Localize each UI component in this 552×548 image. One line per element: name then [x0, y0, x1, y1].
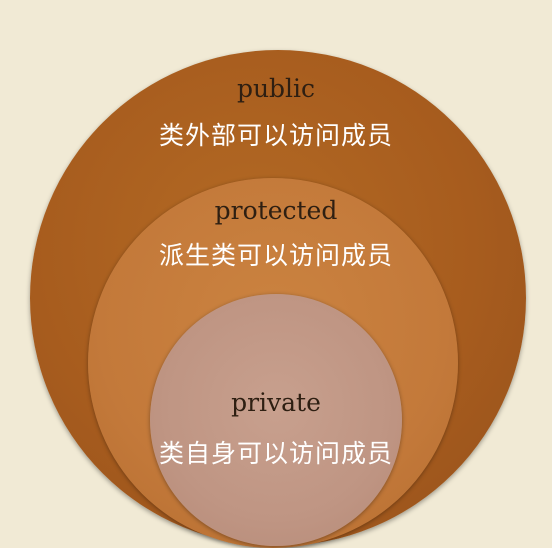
- public-description: 类外部可以访问成员: [158, 121, 393, 150]
- private-circle: [150, 294, 402, 546]
- private-description: 类自身可以访问成员: [158, 439, 393, 468]
- private-label: private: [231, 388, 321, 417]
- protected-label: protected: [214, 196, 338, 225]
- protected-description: 派生类可以访问成员: [158, 241, 393, 270]
- public-label: public: [236, 74, 316, 103]
